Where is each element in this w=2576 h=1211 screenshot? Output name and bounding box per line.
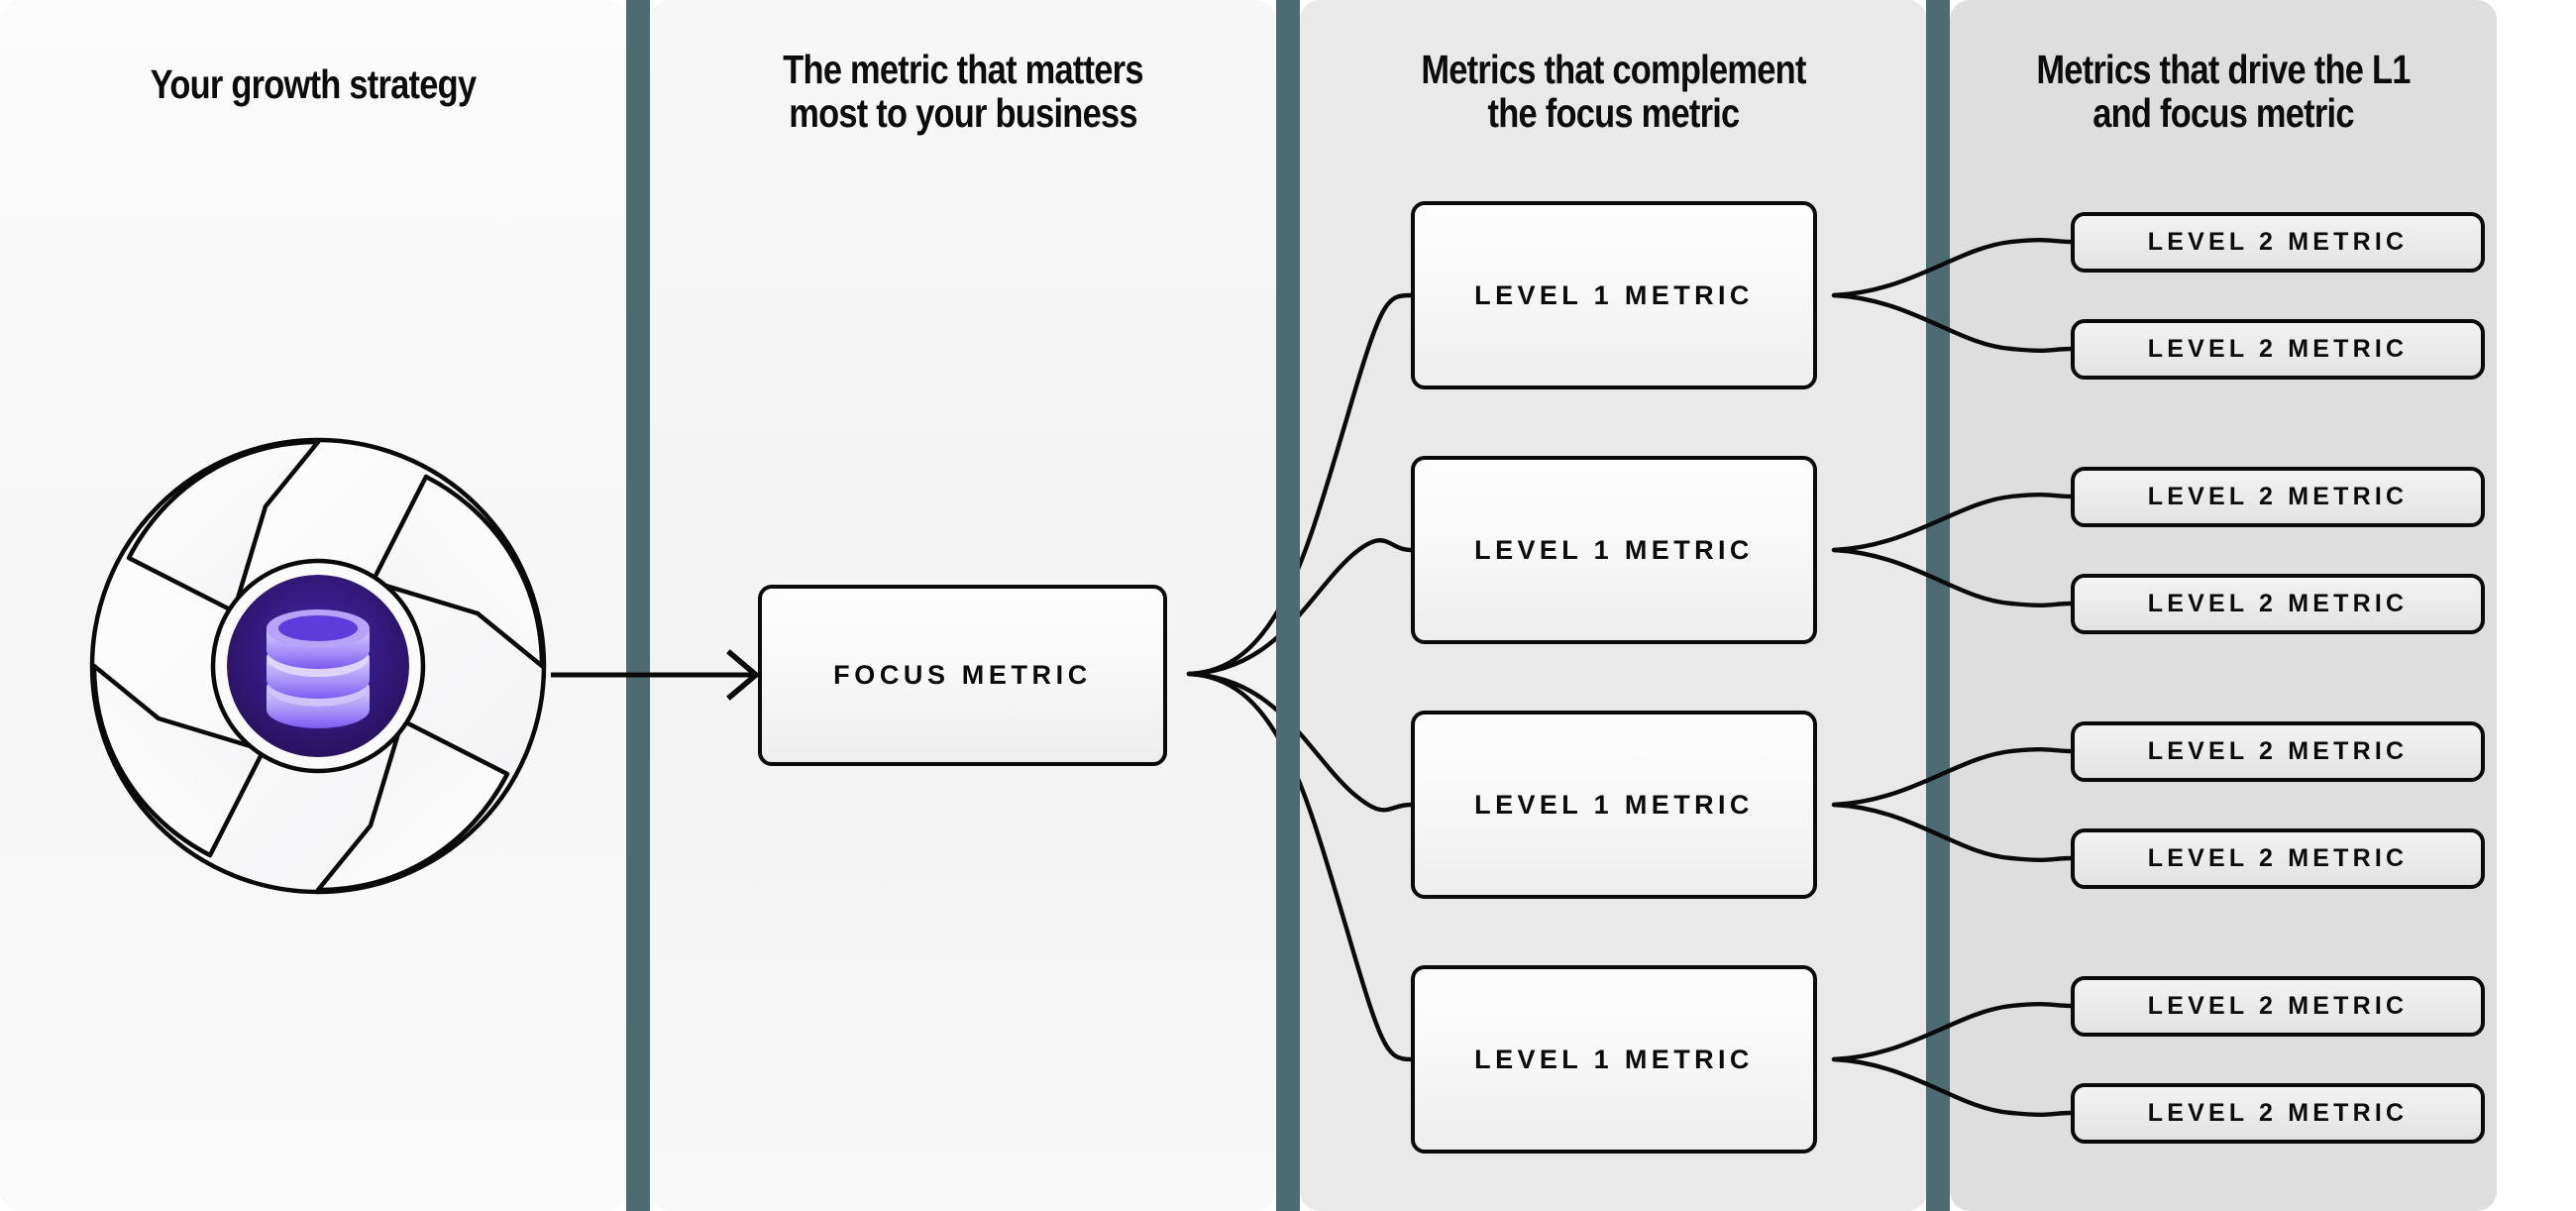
level1-metric-box-4[interactable]: LEVEL 1 METRIC [1411, 965, 1817, 1154]
level2-metric-box-4[interactable]: LEVEL 2 METRIC [2071, 574, 2485, 634]
arrow-logo-to-focus-head [726, 649, 761, 701]
level2-metric-box-2[interactable]: LEVEL 2 METRIC [2071, 319, 2485, 380]
column-title-drivers: Metrics that drive the L1 and focus metr… [2036, 47, 2411, 137]
level1-metric-box-3[interactable]: LEVEL 1 METRIC [1411, 711, 1817, 899]
column-title-growth-strategy: Your growth strategy [150, 61, 477, 107]
level2-metric-box-1[interactable]: LEVEL 2 METRIC [2071, 212, 2485, 273]
link-focus-to-l1-3 [1186, 671, 1414, 813]
database-icon [267, 609, 370, 728]
column-divider-2 [1276, 0, 1300, 1211]
level1-metric-box-2[interactable]: LEVEL 1 METRIC [1411, 456, 1817, 644]
level2-metric-box-5[interactable]: LEVEL 2 METRIC [2071, 721, 2485, 782]
link-l1-2-to-l2-4 [1831, 547, 2074, 607]
link-focus-to-l1-4 [1186, 671, 1414, 1062]
column-title-complement: Metrics that complement the focus metric [1421, 47, 1806, 137]
level2-metric-box-6[interactable]: LEVEL 2 METRIC [2071, 828, 2485, 889]
link-l1-4-to-l2-8 [1831, 1056, 2074, 1117]
link-l1-1-to-l2-1 [1831, 238, 2074, 298]
level1-metric-box-1[interactable]: LEVEL 1 METRIC [1411, 201, 1817, 389]
link-l1-4-to-l2-7 [1831, 1002, 2074, 1062]
column-title-focus-metric: The metric that matters most to your bus… [783, 47, 1143, 137]
column-divider-3 [1926, 0, 1950, 1211]
focus-metric-box[interactable]: FOCUS METRIC [758, 585, 1167, 766]
aperture-database-logo [89, 437, 547, 895]
link-l1-2-to-l2-3 [1831, 493, 2074, 553]
link-l1-3-to-l2-6 [1831, 802, 2074, 862]
aperture-blades [91, 439, 545, 893]
link-focus-to-l1-2 [1186, 538, 1414, 677]
level2-metric-box-3[interactable]: LEVEL 2 METRIC [2071, 467, 2485, 527]
column-divider-1 [626, 0, 650, 1211]
level2-metric-box-7[interactable]: LEVEL 2 METRIC [2071, 976, 2485, 1037]
link-l1-3-to-l2-5 [1831, 747, 2074, 808]
link-l1-1-to-l2-2 [1831, 292, 2074, 353]
link-focus-to-l1-1 [1186, 292, 1414, 677]
